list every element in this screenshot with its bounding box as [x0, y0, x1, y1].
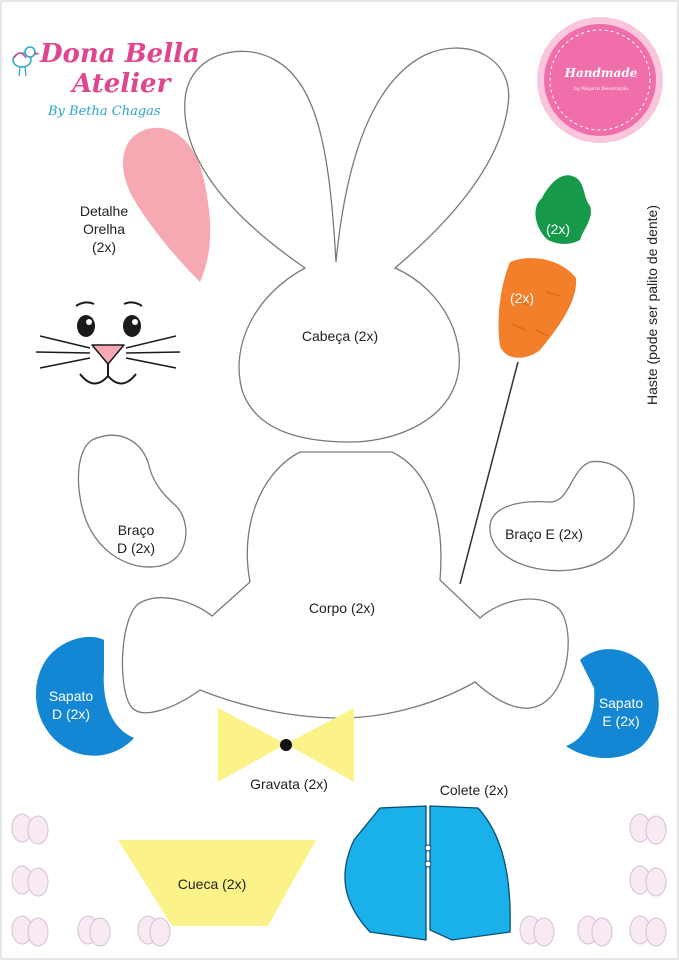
bunny-face-icon — [35, 301, 181, 385]
label-shoe-right-line1: Sapato — [48, 688, 94, 704]
ear-detail-piece — [122, 127, 211, 283]
badge-title: Handmade — [564, 66, 638, 80]
label-vest: Colete (2x) — [439, 782, 509, 798]
label-arm-right-line1: Braço — [117, 522, 155, 538]
head-piece — [184, 47, 510, 443]
label-shoe-left: Sapato E (2x) — [586, 694, 656, 730]
handmade-badge — [537, 17, 663, 143]
label-shoe-right-line2: D (2x) — [51, 706, 91, 722]
label-arm-right: Braço D (2x) — [96, 521, 176, 557]
label-stick: Haste (pode ser palito de dente) — [644, 204, 660, 406]
label-bowtie: Gravata (2x) — [250, 776, 328, 792]
vest-piece — [344, 805, 511, 941]
label-ear-detail-line3: (2x) — [91, 239, 117, 255]
label-head: Cabeça (2x) — [301, 328, 379, 344]
label-carrot-leaves: (2x) — [545, 221, 571, 237]
label-body: Corpo (2x) — [308, 600, 376, 616]
badge-subtitle: by Nayara Decoração — [573, 86, 629, 92]
label-shoe-left-line2: E (2x) — [602, 713, 640, 729]
label-shoe-left-line1: Sapato — [598, 695, 644, 711]
easter-egg-icon — [11, 813, 667, 947]
carrot-piece — [459, 175, 591, 585]
shoe-left-piece — [566, 649, 659, 759]
body-piece — [121, 451, 569, 719]
bird-icon — [12, 46, 40, 77]
label-arm-right-line2: D (2x) — [116, 540, 156, 556]
label-carrot: (2x) — [509, 290, 535, 306]
brand-name-line1: Dona Bella — [40, 39, 200, 69]
label-ear-detail-line2: Orelha — [82, 221, 126, 237]
label-arm-left: Braço E (2x) — [505, 526, 583, 542]
label-shoe-right: Sapato D (2x) — [36, 687, 106, 723]
arm-left-piece — [489, 460, 635, 572]
label-briefs: Cueca (2x) — [177, 876, 247, 892]
label-ear-detail-line1: Detalhe — [79, 203, 129, 219]
shoe-right-piece — [35, 636, 134, 756]
label-ear-detail: Detalhe Orelha (2x) — [64, 202, 144, 256]
brand-byline: By Betha Chagas — [48, 104, 161, 119]
bowtie-piece — [218, 708, 354, 782]
arm-right-piece — [77, 434, 187, 568]
briefs-piece — [118, 840, 316, 926]
brand-name-line2: Atelier — [72, 69, 171, 99]
